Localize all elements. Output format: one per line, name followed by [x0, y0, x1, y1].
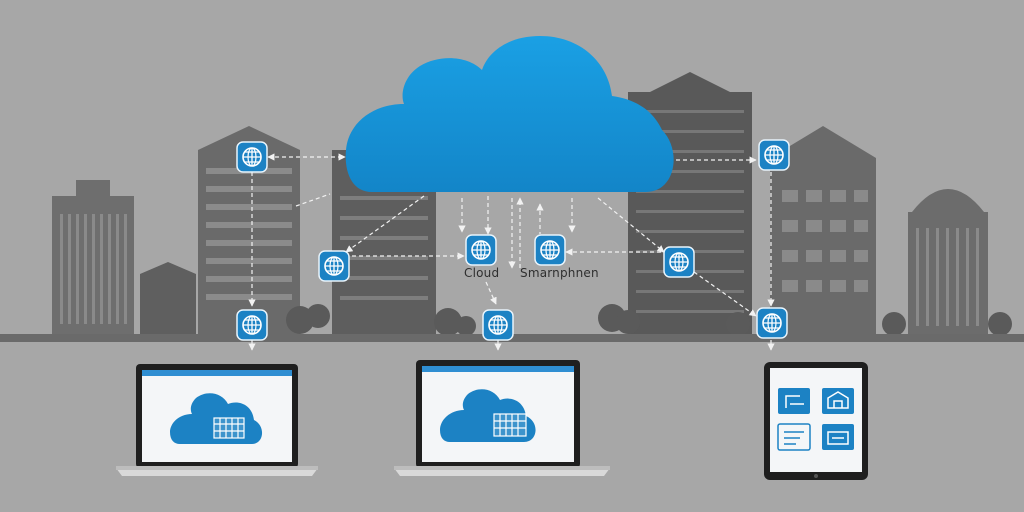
connector-cloudnode-bottomcenter	[485, 281, 497, 305]
globe-grid-icon	[236, 309, 268, 341]
laptop-left[interactable]	[116, 364, 318, 476]
node-bottom-right[interactable]	[756, 307, 788, 339]
app-grid-icon	[777, 388, 854, 451]
cloud-icon	[170, 393, 263, 444]
globe-grid-icon	[465, 234, 497, 266]
node-top-right[interactable]	[758, 139, 790, 171]
cloud-icon	[440, 389, 536, 442]
connector-cloud-midright	[597, 197, 665, 253]
connector-extra-left	[295, 193, 331, 207]
globe-grid-icon	[758, 139, 790, 171]
node-mid-left[interactable]	[318, 250, 350, 282]
node-mid-right[interactable]	[663, 246, 695, 278]
node-bottom-center[interactable]	[482, 309, 514, 341]
connector-midright-bottomright	[693, 271, 757, 317]
globe-grid-icon	[482, 309, 514, 341]
globe-grid-icon	[534, 234, 566, 266]
globe-grid-icon	[756, 307, 788, 339]
globe-grid-icon	[663, 246, 695, 278]
connector-lines	[248, 153, 775, 351]
node-bottom-left[interactable]	[236, 309, 268, 341]
cloud-icon	[345, 36, 674, 192]
globe-grid-icon	[318, 250, 350, 282]
node-cloud[interactable]	[465, 234, 497, 266]
connector-cloud-midleft	[345, 195, 425, 253]
smartphone-label: Smarnphnen	[520, 266, 599, 280]
node-top-left[interactable]	[236, 141, 268, 173]
tablet-right[interactable]	[764, 362, 868, 480]
laptop-center[interactable]	[394, 360, 610, 476]
node-smartphone[interactable]	[534, 234, 566, 266]
cloud-label: Cloud	[464, 266, 500, 280]
globe-grid-icon	[236, 141, 268, 173]
